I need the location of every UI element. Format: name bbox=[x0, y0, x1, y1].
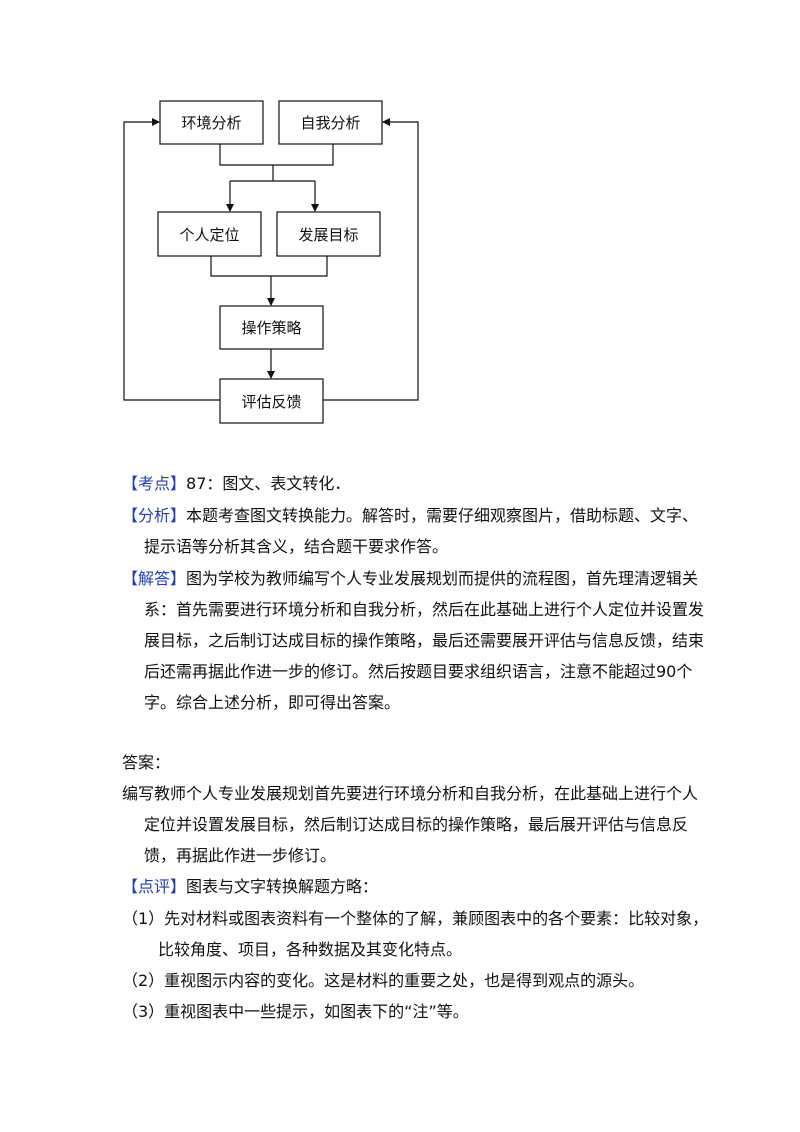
comment-item-1: （1）先对材料或图表资料有一个整体的了解，兼顾图表中的各个要素：比较对象，比较角… bbox=[122, 909, 709, 959]
node-goal-label: 发展目标 bbox=[298, 226, 358, 244]
node-goal-box bbox=[276, 211, 381, 257]
kaodian-text: 87：图文、表文转化． bbox=[186, 474, 351, 493]
answer-text: 编写教师个人专业发展规划首先要进行环境分析和自我分析，在此基础上进行个人定位并设… bbox=[122, 784, 699, 865]
jieda-text: 图为学校为教师编写个人专业发展规划而提供的流程图，首先理清逻辑关系：首先需要进行… bbox=[144, 569, 705, 712]
merge-top-line bbox=[219, 144, 334, 166]
fenxi-tag: 【分析】 bbox=[122, 506, 187, 525]
answer-heading: 答案： bbox=[122, 753, 171, 772]
kaodian-paragraph: 【考点】87：图文、表文转化． bbox=[122, 468, 704, 499]
node-strategy-label: 操作策略 bbox=[241, 319, 301, 337]
loop-left-arrow bbox=[123, 118, 220, 401]
node-feedback-box bbox=[219, 378, 324, 424]
fenxi-paragraph: 【分析】本题考查图文转换能力。解答时，需要仔细观察图片，借助标题、文字、提示语等… bbox=[122, 500, 704, 562]
flowchart: 环境分析 自我分析 个人定位 发展目标 操作策略 评估反馈 bbox=[123, 100, 419, 424]
jieda-tag: 【解答】 bbox=[122, 569, 187, 588]
node-feedback-label: 评估反馈 bbox=[241, 393, 301, 411]
comment-paragraph: 【点评】图表与文字转换解题方略： bbox=[122, 871, 682, 902]
jieda-paragraph: 【解答】图为学校为教师编写个人专业发展规划而提供的流程图，首先理清逻辑关系：首先… bbox=[122, 563, 704, 718]
node-env-box bbox=[159, 100, 264, 145]
node-position-label: 个人定位 bbox=[179, 226, 239, 244]
loop-right-arrow bbox=[323, 118, 419, 401]
kaodian-tag: 【考点】 bbox=[122, 474, 187, 493]
node-position-box bbox=[157, 211, 262, 257]
node-self-box bbox=[278, 100, 383, 145]
comment-item-3: （3）重视图表中一些提示，如图表下的“注”等。 bbox=[122, 1002, 469, 1021]
comment-text: 图表与文字转换解题方略： bbox=[186, 877, 379, 896]
node-self-label: 自我分析 bbox=[300, 114, 360, 132]
merge-mid-line bbox=[210, 256, 328, 277]
comment-tag: 【点评】 bbox=[122, 877, 187, 896]
node-env-label: 环境分析 bbox=[181, 114, 241, 132]
comment-item-2: （2）重视图示内容的变化。这是材料的重要之处，也是得到观点的源头。 bbox=[122, 971, 645, 990]
fenxi-text: 本题考查图文转换能力。解答时，需要仔细观察图片，借助标题、文字、提示语等分析其含… bbox=[144, 506, 699, 556]
